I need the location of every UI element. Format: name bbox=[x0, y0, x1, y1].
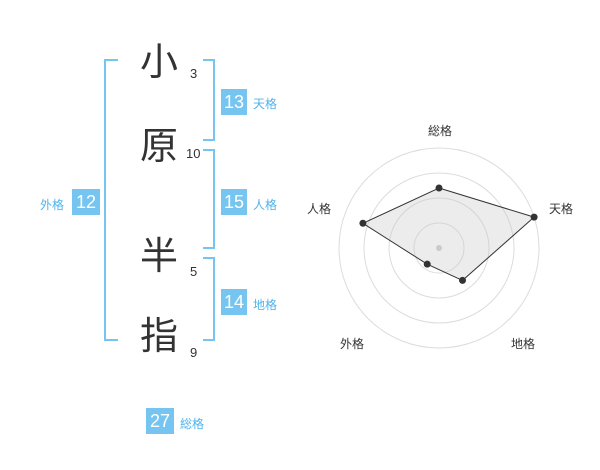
tenkaku-value: 13 bbox=[221, 89, 247, 115]
radar-point-1 bbox=[435, 184, 443, 192]
name-char-4: 指 bbox=[140, 314, 179, 358]
radar-label-jinkaku: 人格 bbox=[307, 202, 332, 216]
radar-ring bbox=[388, 197, 490, 299]
stroke-count-4: 9 bbox=[190, 345, 198, 360]
stroke-count-1: 3 bbox=[190, 66, 198, 81]
stroke-count-3: 5 bbox=[190, 264, 198, 279]
gaikaku-value: 12 bbox=[72, 189, 100, 215]
radar-area bbox=[361, 187, 536, 281]
jinkaku-label: 人格 bbox=[253, 198, 278, 212]
radar-label-tenkaku: 天格 bbox=[549, 202, 574, 216]
radar-center bbox=[436, 245, 442, 251]
radar-point-2 bbox=[530, 213, 538, 221]
chikaku-label: 地格 bbox=[253, 298, 278, 312]
radar-label-soukaku: 総格 bbox=[428, 124, 453, 138]
name-char-2: 原 bbox=[140, 124, 179, 168]
jinkaku-value: 15 bbox=[221, 189, 247, 215]
radar-label-gaikaku: 外格 bbox=[340, 337, 365, 351]
name-char-3: 半 bbox=[140, 234, 179, 278]
radar-point-4 bbox=[423, 260, 431, 268]
radar-ring bbox=[338, 147, 540, 349]
stroke-count-2: 10 bbox=[186, 146, 201, 161]
name-char-1: 小 bbox=[140, 40, 179, 84]
radar-ring bbox=[363, 172, 515, 324]
radar-point-3 bbox=[459, 276, 467, 284]
tenkaku-label: 天格 bbox=[253, 97, 278, 111]
chikaku-value: 14 bbox=[221, 289, 247, 315]
soukaku-label: 総格 bbox=[180, 417, 205, 431]
radar-ring bbox=[413, 222, 465, 274]
radar-point-5 bbox=[359, 219, 367, 227]
gaikaku-label: 外格 bbox=[40, 198, 65, 212]
soukaku-value: 27 bbox=[146, 408, 174, 434]
radar-label-chikaku: 地格 bbox=[511, 337, 536, 351]
